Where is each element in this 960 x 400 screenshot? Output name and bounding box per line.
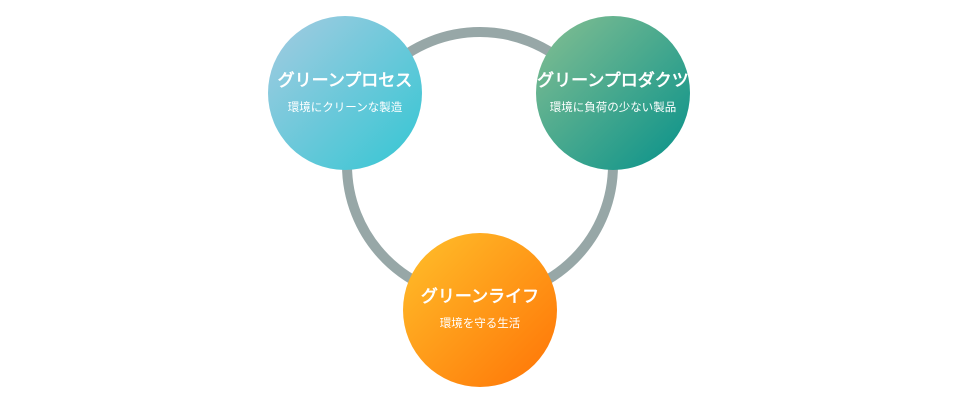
node-green-products-circle — [536, 16, 690, 170]
node-green-process-title: グリーンプロセス — [278, 70, 413, 91]
node-green-products-title: グリーンプロダクツ — [537, 70, 689, 91]
node-green-process: グリーンプロセス 環境にクリーンな製造 — [268, 16, 422, 170]
node-green-life-subtitle: 環境を守る生活 — [440, 316, 521, 330]
node-green-process-subtitle: 環境にクリーンな製造 — [288, 100, 403, 114]
node-green-life-title: グリーンライフ — [421, 286, 539, 307]
node-green-life: グリーンライフ 環境を守る生活 — [403, 233, 557, 387]
node-green-products-subtitle: 環境に負荷の少ない製品 — [550, 100, 677, 114]
node-green-products: グリーンプロダクツ 環境に負荷の少ない製品 — [536, 16, 690, 170]
node-green-process-circle — [268, 16, 422, 170]
node-green-life-circle — [403, 233, 557, 387]
